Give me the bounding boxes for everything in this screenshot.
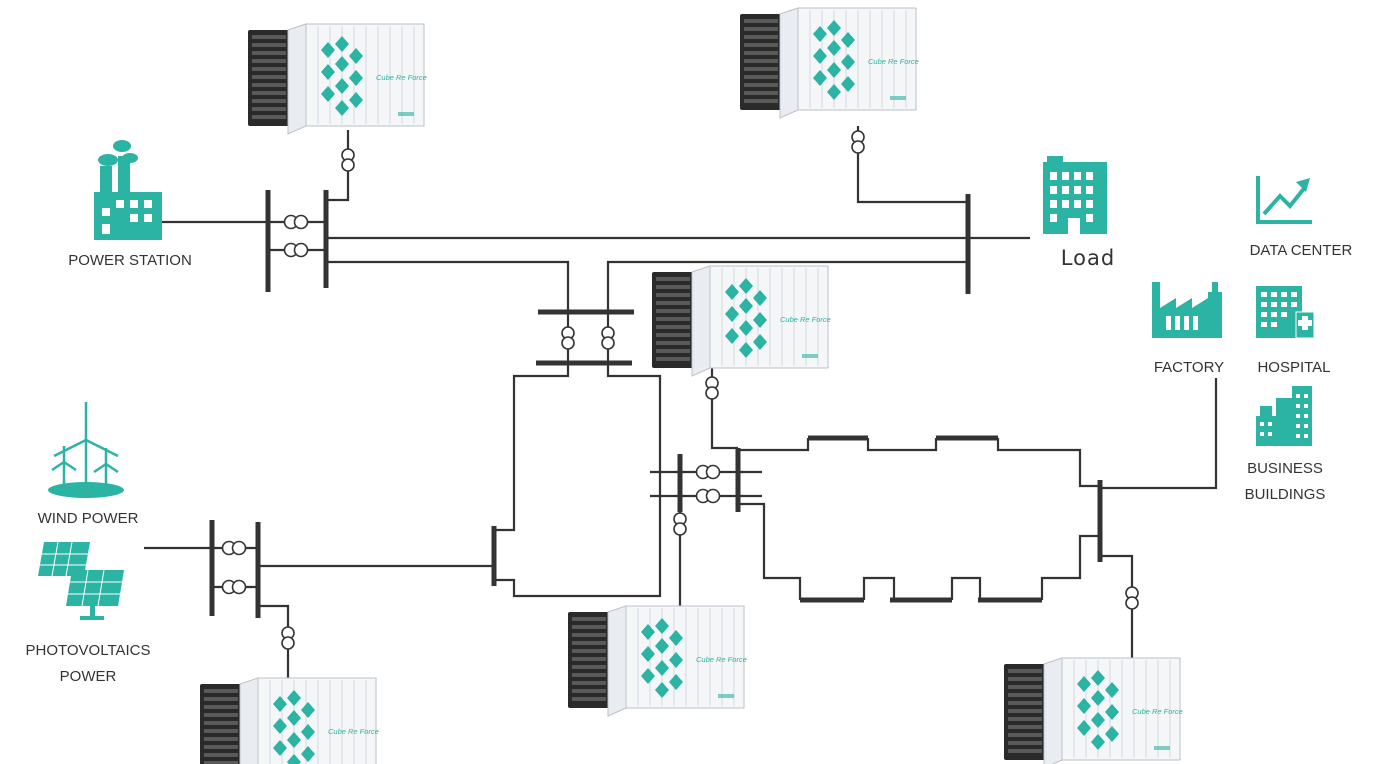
factory-icon: [1152, 282, 1222, 338]
battery-storage-container-icon: [567, 605, 748, 717]
pv-label-line2: POWER: [60, 668, 117, 685]
trend-chart-icon: [1256, 176, 1312, 224]
apartment-building-icon: [1043, 156, 1107, 234]
load-label: Load: [1061, 246, 1115, 270]
business-label-line2: BUILDINGS: [1245, 486, 1326, 503]
factory-label: FACTORY: [1154, 359, 1224, 376]
transformer-symbol-mid-1: [561, 326, 575, 350]
transformer-symbol-center-low: [673, 512, 687, 536]
factory-chimney-icon: [94, 140, 162, 240]
transformer-symbol-ps-1: [283, 214, 309, 230]
transformer-symbol-renew-2: [221, 579, 247, 595]
transformer-symbol-top-left: [341, 148, 355, 172]
solar-panel-icon: [38, 541, 124, 620]
power-station-label: POWER STATION: [68, 252, 192, 269]
data-center-label: DATA CENTER: [1250, 242, 1353, 259]
transformer-symbol-center-2: [695, 488, 721, 504]
transformer-symbol-right-low: [1125, 586, 1139, 610]
battery-storage-container-icon: [1003, 657, 1184, 764]
battery-storage-container-icon: [247, 23, 428, 135]
battery-storage-container-icon: [199, 677, 380, 764]
storage-units: [199, 7, 1184, 764]
pv-label-line1: PHOTOVOLTAICS: [25, 642, 150, 659]
transformer-symbol-ps-2: [283, 242, 309, 258]
battery-storage-container-icon: [651, 265, 832, 377]
transformer-symbol-renew-low: [281, 626, 295, 650]
hospital-icon: [1256, 286, 1315, 339]
business-label-line1: BUSINESS: [1247, 460, 1323, 477]
transformer-symbol-center-top: [705, 376, 719, 400]
wind-power-label: WIND POWER: [38, 510, 139, 527]
battery-storage-container-icon: [739, 7, 920, 119]
transformer-symbol-top-right: [851, 130, 865, 154]
office-buildings-icon: [1256, 386, 1312, 446]
wind-turbine-icon: [48, 402, 124, 498]
transformer-symbol-mid-2: [601, 326, 615, 350]
transformer-symbol-center-1: [695, 464, 721, 480]
transformer-symbol-renew-1: [221, 540, 247, 556]
hospital-label: HOSPITAL: [1257, 359, 1330, 376]
